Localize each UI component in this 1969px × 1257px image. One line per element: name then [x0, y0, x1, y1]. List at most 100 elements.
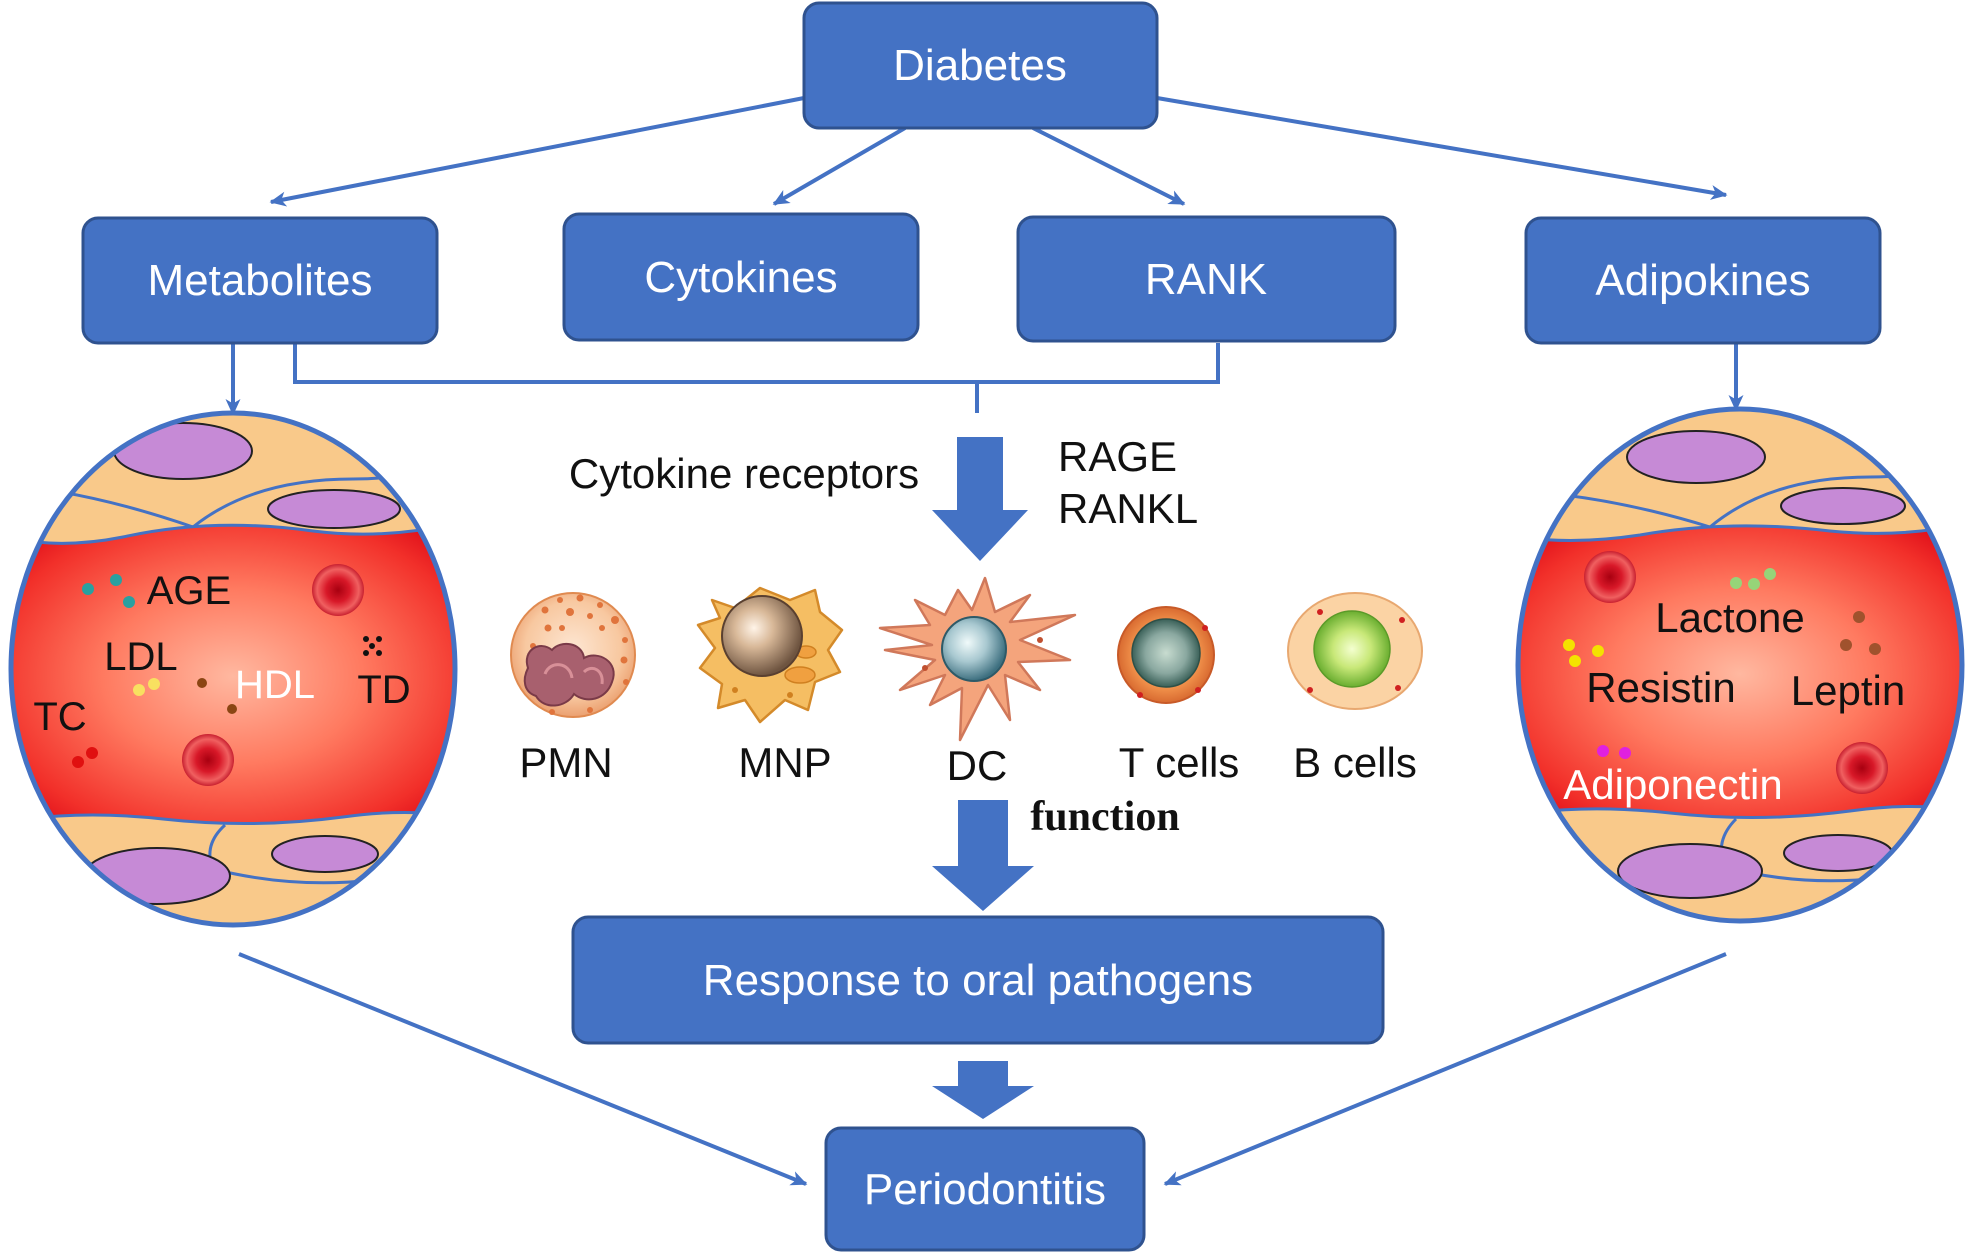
red-blood-cell: [312, 564, 364, 616]
metabolites-label: Metabolites: [147, 256, 372, 305]
granule: [620, 656, 628, 664]
rankl-label: RANKL: [1058, 485, 1198, 532]
arrow-diabetes-to-adipokines: [1156, 96, 1728, 200]
hdl-particle: [197, 678, 207, 688]
tc-label: TC: [33, 695, 86, 739]
granule: [599, 625, 605, 631]
tc-particles: [72, 747, 98, 768]
diabetes-box: [802, 1, 1159, 130]
red-blood-cell: [182, 734, 234, 786]
granule: [576, 594, 584, 602]
metabolites-box: [81, 216, 439, 345]
diabetes-node: Diabetes: [802, 1, 1159, 130]
td-particle: [363, 636, 369, 642]
rank-box: [1016, 215, 1397, 343]
granule: [549, 709, 555, 715]
ldl-label: LDL: [104, 635, 177, 679]
cytokines-box: [562, 212, 920, 342]
b-cells-label: B cells: [1293, 739, 1417, 786]
age-particle: [123, 596, 135, 608]
granule: [544, 624, 552, 632]
granule: [622, 637, 628, 643]
rank-node: RANK: [1016, 215, 1397, 343]
endothelial-nucleus: [1780, 487, 1906, 525]
tc-particle: [86, 747, 98, 759]
adipokines-node: Adipokines: [1524, 216, 1882, 345]
pmn-nucleus-lobe-line: [543, 663, 574, 679]
cytokines-node: Cytokines: [562, 212, 920, 342]
bracket-connector: [293, 343, 1220, 384]
adiponectin-label: Adiponectin: [1563, 761, 1783, 808]
block-arrow-response-to-periodontitis: [932, 1061, 1034, 1119]
td-particle: [363, 650, 369, 656]
ldl-particle: [133, 684, 145, 696]
ldl-particles: [133, 678, 160, 696]
mnp-label: MNP: [738, 739, 831, 786]
lactone-particle: [1730, 577, 1742, 589]
function-label: function: [1030, 794, 1179, 840]
b-cell-nucleus: [1313, 610, 1391, 688]
diabetes-label: Diabetes: [893, 41, 1067, 90]
response-label: Response to oral pathogens: [703, 956, 1253, 1005]
tc-particle: [72, 756, 84, 768]
td-label: TD: [357, 668, 410, 712]
hdl-label: HDL: [235, 663, 315, 707]
block-arrow-receptors: [932, 437, 1028, 561]
endothelial-layer-top: [11, 413, 455, 545]
adiponectin-particle: [1597, 745, 1609, 757]
resistin-label: Resistin: [1586, 664, 1735, 711]
hdl-particle: [227, 704, 237, 714]
mnp-granule: [787, 692, 793, 698]
leptin-particle: [1853, 611, 1865, 623]
metabolites-node: Metabolites: [81, 216, 439, 345]
red-blood-cell: [1836, 742, 1888, 794]
mnp-organelle: [784, 666, 816, 684]
dc-cell-illustration: [878, 576, 1077, 742]
b-cell-granule: [1317, 609, 1323, 615]
dc-granule: [922, 665, 928, 671]
b-cell-illustration: [1287, 592, 1423, 710]
cytokine-receptors-label: Cytokine receptors: [569, 450, 919, 497]
resistin-particle: [1563, 639, 1575, 651]
td-particle: [376, 636, 382, 642]
periodontitis-label: Periodontitis: [864, 1165, 1106, 1214]
rage-label: RAGE: [1058, 433, 1177, 480]
pmn-granules: [530, 594, 629, 715]
leptin-particles: [1840, 611, 1881, 655]
resistin-particle: [1592, 645, 1604, 657]
right-vessel-outline: [1515, 406, 1965, 924]
arrow-diabetes-to-metabolites: [269, 96, 805, 207]
lactone-particle: [1748, 578, 1760, 590]
adipokines-label: Adipokines: [1595, 256, 1810, 305]
granule: [557, 597, 563, 603]
arrow-right-vessel-to-periodontitis: [1163, 952, 1727, 1186]
td-particle: [369, 643, 375, 649]
td-particle: [376, 650, 382, 656]
hdl-particles: [197, 678, 237, 714]
pmn-lobed-nucleus: [523, 642, 615, 707]
left-vessel-outline: [8, 410, 458, 928]
response-node: Response to oral pathogens: [571, 915, 1385, 1045]
granule: [623, 679, 629, 685]
cytokines-label: Cytokines: [644, 253, 837, 302]
pmn-cell-illustration: [510, 592, 636, 718]
t-cell-nucleus: [1131, 618, 1201, 688]
periodontitis-node: Periodontitis: [824, 1126, 1146, 1252]
mnp-nucleus: [721, 595, 803, 677]
endothelial-nucleus: [1626, 430, 1766, 484]
leptin-particle: [1869, 643, 1881, 655]
td-particles: [363, 636, 382, 656]
pmn-label: PMN: [519, 739, 612, 786]
resistin-particle: [1569, 655, 1581, 667]
block-arrow-function: [932, 800, 1034, 911]
dc-nucleus: [941, 616, 1007, 682]
age-particle: [82, 583, 94, 595]
lactone-particles: [1730, 568, 1776, 590]
granule: [597, 602, 603, 608]
t-cell-illustration: [1117, 606, 1215, 704]
endothelial-nucleus: [1617, 843, 1763, 899]
t-cell-granule: [1195, 687, 1201, 693]
b-cell-granule: [1395, 685, 1401, 691]
lactone-particle: [1764, 568, 1776, 580]
